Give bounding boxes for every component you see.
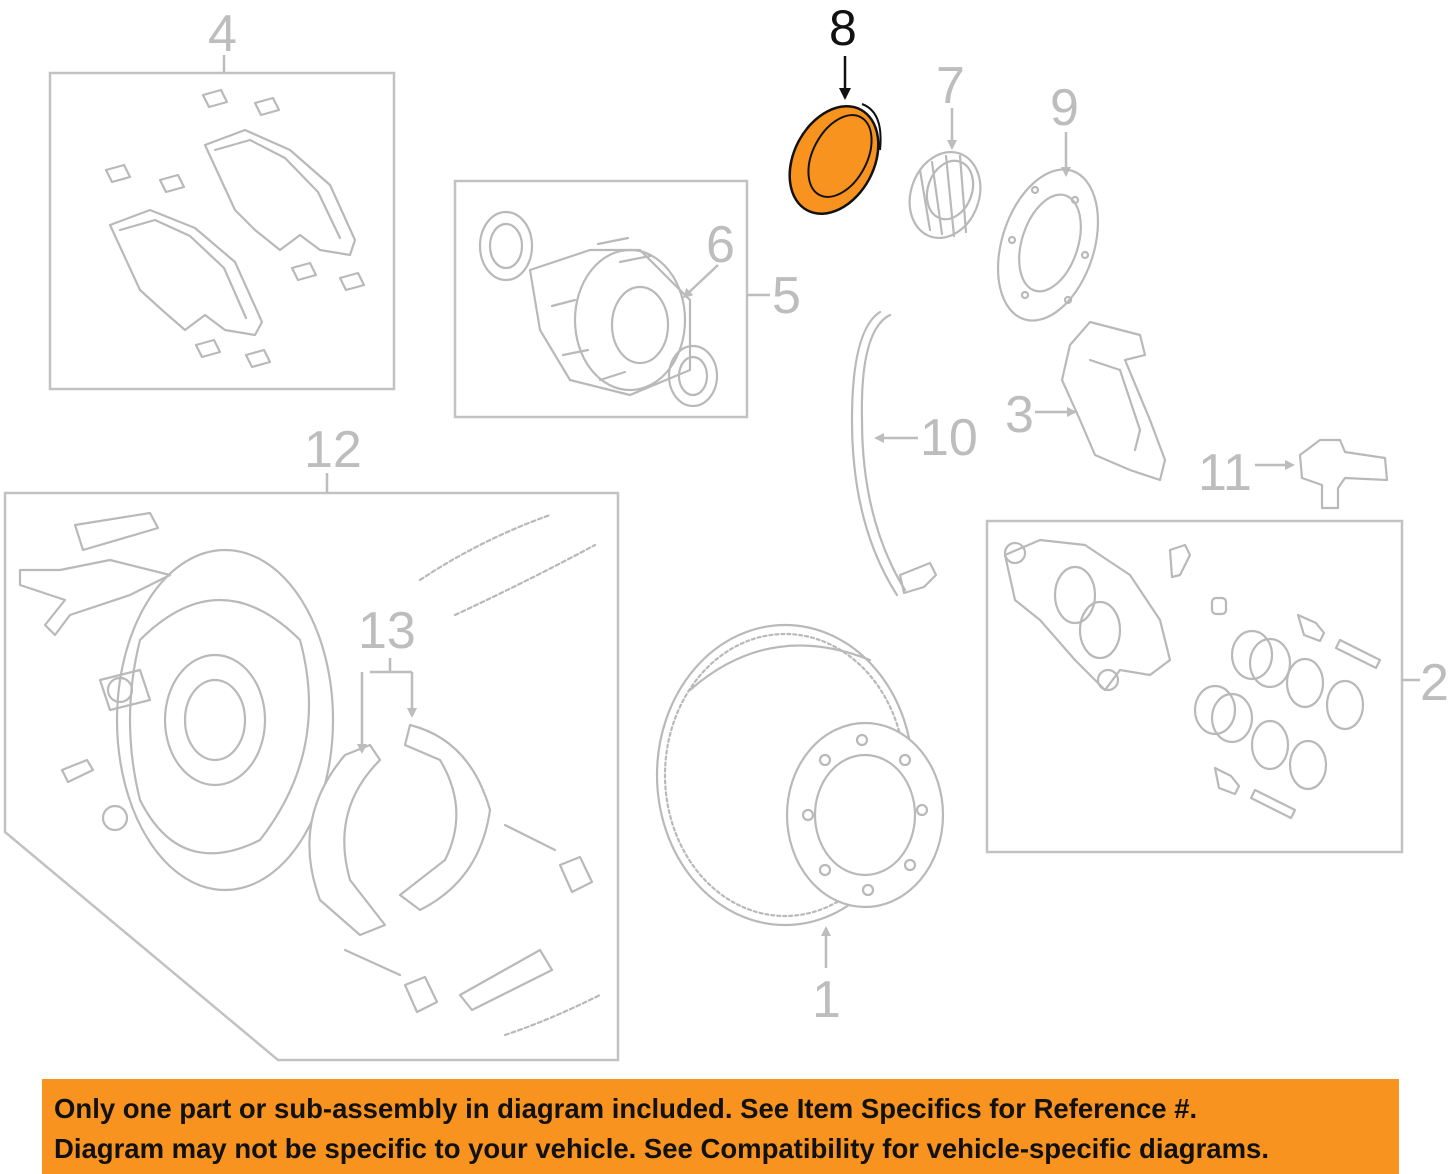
caliper-bracket-part-3: 3	[1005, 320, 1167, 482]
brake-pad-icon	[108, 128, 357, 337]
caliper-kit-group: 2	[985, 519, 1449, 854]
disclaimer-banner: Only one part or sub-assembly in diagram…	[42, 1079, 1399, 1174]
backing-plate-icon	[98, 548, 335, 892]
part-11: 11	[1198, 438, 1389, 510]
callout-5: 5	[772, 267, 801, 325]
highlighted-part-8: 8	[788, 0, 882, 215]
disclaimer-line-2: Diagram may not be specific to your vehi…	[54, 1133, 1269, 1164]
callout-2: 2	[1420, 654, 1449, 712]
callout-13: 13	[358, 602, 416, 660]
sensor-icon	[1298, 438, 1389, 510]
pad-kit-frame	[48, 71, 396, 391]
roller-bearing-icon	[908, 150, 982, 240]
callout-7: 7	[936, 57, 965, 115]
callout-1: 1	[812, 971, 841, 1029]
callout-8: 8	[829, 0, 857, 56]
hub-icon	[478, 210, 719, 408]
bearing-part-7: 7	[908, 57, 982, 240]
callout-9: 9	[1050, 79, 1079, 137]
hub-assembly-group: 5 6	[453, 179, 801, 419]
rotor-part-1: 1	[655, 623, 945, 1029]
hub-frame	[453, 179, 749, 419]
callout-10: 10	[920, 409, 978, 467]
brake-pad-kit-group: 4	[48, 5, 396, 391]
callout-12: 12	[304, 421, 362, 479]
caliper-kit-frame	[985, 519, 1404, 854]
brake-rotor-icon	[655, 623, 945, 927]
brake-hose-part-10: 10	[850, 310, 978, 597]
gasket-part-9: 9	[996, 79, 1100, 322]
gasket-icon	[996, 168, 1100, 322]
parking-brake-group: 12 13	[3, 421, 620, 1062]
callout-3: 3	[1005, 386, 1034, 444]
caliper-icon	[1003, 538, 1172, 692]
parking-brake-lever-icons	[18, 511, 602, 1037]
caliper-bracket-icon	[1060, 320, 1167, 482]
callout-4: 4	[208, 5, 237, 63]
disclaimer-line-1: Only one part or sub-assembly in diagram…	[54, 1093, 1198, 1124]
parking-brake-frame	[3, 491, 620, 1062]
brake-shoes-icon	[308, 723, 492, 937]
bearing-race-icon	[788, 103, 882, 215]
pad-clip-icons	[104, 88, 366, 369]
callout-6: 6	[706, 216, 735, 274]
callout-11: 11	[1198, 444, 1252, 502]
piston-seal-icons	[1168, 543, 1382, 820]
